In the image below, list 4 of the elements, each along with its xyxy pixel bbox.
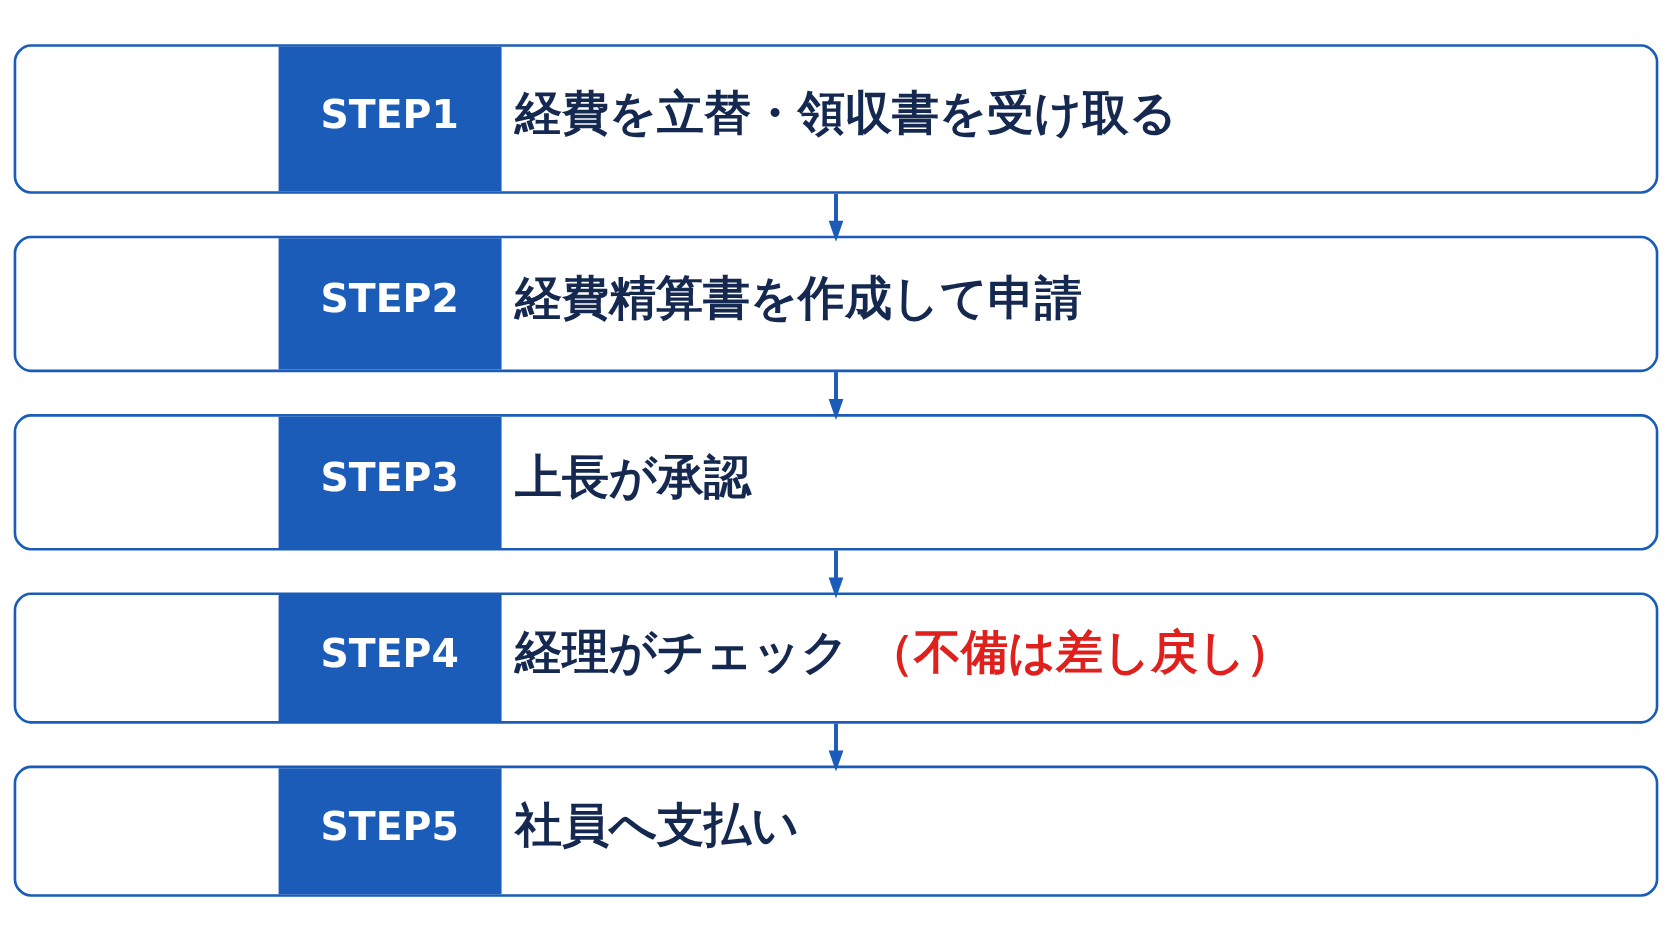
arrow [828,193,844,242]
arrow [828,723,844,772]
arrow [828,550,844,599]
arrow [828,372,844,421]
